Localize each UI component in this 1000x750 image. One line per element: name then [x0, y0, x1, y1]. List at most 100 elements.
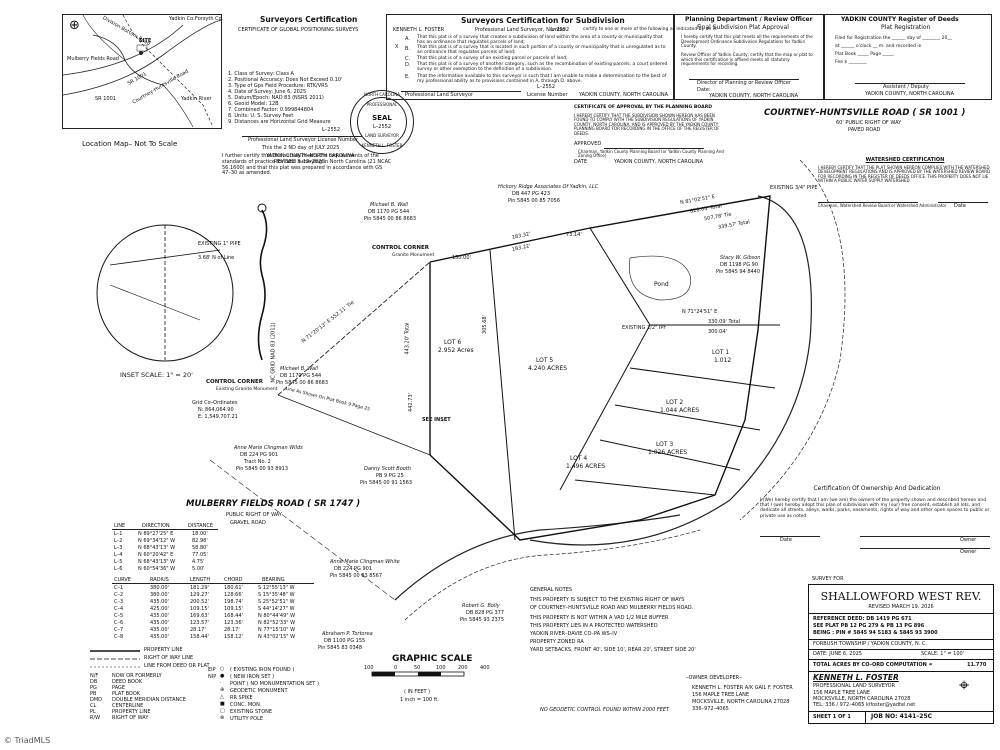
table-row: C–4 425.00' 109.15' 109.15' S 44°14'27" …	[112, 605, 314, 612]
neighbor-pin: Pin 5845 00 86 8683	[276, 380, 328, 386]
lot-area: 2.952 Acres	[438, 347, 474, 354]
table-row: C–8 435.00' 158.44' 158.12' N 43°02'15" …	[112, 633, 314, 640]
road-sub-mulberry: GRAVEL ROAD	[230, 520, 266, 526]
subdivision-cert-lic-caption: License Number	[527, 92, 568, 98]
signature-line	[818, 202, 918, 203]
signature-line	[938, 202, 988, 203]
register-line: Filed for Registration the ______ day of…	[835, 36, 952, 41]
subdivision-cert-mark: X	[395, 44, 399, 50]
line-table: LINE DIRECTION DISTANCE L–1 N 89°27'25" …	[112, 522, 218, 572]
register-subtitle: Plat Registration	[881, 24, 931, 31]
grid-coord-n: N: 864,064.90	[198, 407, 234, 413]
table-cell: 109.15'	[224, 606, 243, 612]
surveyor-cert-subtitle: CERTIFICATE OF GLOBAL POSITIONING SURVEY…	[238, 27, 359, 33]
location-map-label: SITE	[139, 38, 152, 44]
planning-subtitle: Final Subdivision Plat Approval	[697, 24, 789, 31]
ownership-body: I (We) hereby certify that I am (we are)…	[760, 498, 990, 519]
table-row: C–7 435.00' 28.17' 28.17' N 77°15'10" W	[112, 626, 314, 633]
table-cell: 28.17'	[224, 627, 240, 633]
legend-symbol-value: EXISTING STONE	[230, 709, 273, 715]
plat-line-note: Line As Shown On Plat Book 9 Page 25	[284, 386, 371, 413]
surveyor-cert-item: 9. Distances are Horizontal Grid Measure	[228, 119, 331, 125]
legend-symbol-value: ( NEW IRON SET )	[230, 674, 275, 680]
legend-symbol-value: UTILITY POLE	[230, 716, 264, 722]
table-header-cell: LINE	[114, 523, 126, 529]
table-cell: N 60°20'42" E	[138, 552, 174, 558]
surveyor-cert-footer: I further certify that this survey meets…	[222, 153, 392, 177]
road-label-courtney: COURTNEY–HUNTSVILLE ROAD ( SR 1001 )	[764, 108, 966, 118]
planning-review: Review Officer of Yadkin County, certify…	[681, 52, 813, 67]
graphic-scale-tick: 400	[480, 665, 490, 671]
sheet-number: SHEET 1 OF 1	[813, 714, 851, 720]
neighbor-ref: DB 1198 PG 90	[720, 262, 759, 268]
subdivision-cert-certify: certify to one or more of the following …	[583, 27, 718, 32]
table-cell: N 68°43'13" W	[138, 545, 176, 551]
signature-line	[860, 548, 990, 549]
table-cell: 169.63'	[190, 613, 209, 619]
table-cell: 129.27'	[190, 592, 209, 598]
legend-symbol-key: NIP	[208, 674, 217, 680]
neighbor-owner: Michael B. Wall	[370, 202, 408, 208]
distance-label: 507.78' Tie	[703, 211, 733, 223]
legend-abbrev-value: PLAT BOOK	[112, 691, 141, 697]
distance-label: 183.22'	[511, 243, 532, 253]
legend-line-label: LINE FROM DEED OR PLAT	[144, 663, 210, 669]
tie-label: N 71°20'13" E 552.11' Tie	[300, 299, 356, 345]
graphic-scale-tick: 0	[394, 665, 398, 671]
general-notes-title: GENERAL NOTES	[530, 587, 573, 593]
surveyor-cert-license: L–2552	[322, 127, 341, 133]
watershed-title: WATERSHED CERTIFICATION	[865, 157, 945, 163]
control-corner-sub: Granite Monument	[392, 253, 435, 258]
surveyor-cert-item: 4. Date of Survey: June 6, 2025	[228, 89, 307, 95]
neighbor-ref: DB 1170 PG 544	[280, 373, 322, 379]
general-note: YADKIN RIVER–DAVIE CO–PA WS–IV	[530, 631, 618, 637]
table-cell: S 12°55'13" W	[258, 585, 295, 591]
surveyor-cert-item: 7. Combined Factor: 0.999844804	[228, 107, 314, 113]
subdivision-cert-item-letter: A.	[405, 36, 410, 42]
firm-sub: PROFESSIONAL LAND SURVEYOR	[813, 683, 896, 689]
neighbor-owner: Abraham P. Tortorea	[322, 631, 373, 637]
legend-abbrev-key: N/F	[90, 673, 99, 679]
table-cell: N 89°27'25" E	[138, 531, 174, 537]
table-cell: S 15°35'48" W	[258, 592, 295, 598]
table-cell: N 77°15'10" W	[258, 627, 296, 633]
planning-county: YADKIN COUNTY, NORTH CAROLINA	[709, 93, 799, 99]
table-cell: 435.00'	[150, 620, 169, 626]
lot-area: 1.044 ACRES	[660, 407, 700, 414]
surveyor-cert-date: This the 2 ND day of JULY 2025	[262, 145, 340, 151]
table-cell: 435.00'	[150, 627, 169, 633]
surveyor-tripod-icon: ⌖	[959, 675, 970, 696]
control-corner-label: CONTROL CORNER	[206, 379, 263, 385]
surveyor-cert-item: 2. Positional Accuracy: Does Not Exceed …	[228, 77, 343, 83]
table-header-cell: DISTANCE	[188, 523, 213, 529]
table-row: L–4 N 60°20'42" E 77.05'	[112, 551, 218, 558]
table-row: L–5 N 68°43'13" W 4.75'	[112, 558, 218, 565]
firm-name: KENNETH L. FOSTER	[813, 673, 899, 682]
location-map-label: Yadkin Co.	[169, 16, 195, 22]
table-cell: C–7	[114, 627, 124, 633]
seal-word: SEAL	[372, 114, 392, 122]
table-cell: 380.00'	[150, 592, 169, 598]
register-line: Plat Book _____ Page _____	[835, 52, 894, 57]
general-note: OF COURTNEY–HUNTSVILLE ROAD AND MULBERRY…	[530, 605, 694, 611]
legend-symbol-value: ( EXISTING IRON FOUND )	[230, 667, 295, 673]
firm-contact: TEL: 336 / 972–4065 klfoster@yadtel.net	[813, 702, 916, 708]
neighbor-owner: Stacy W. Gibson	[720, 255, 761, 261]
planning-title: Planning Department / Review Officer	[685, 16, 813, 23]
subdivision-cert-item-letter: C.	[405, 56, 411, 62]
table-row: C–3 435.00' 200.52' 198.74' S 25°52'51" …	[112, 598, 314, 605]
triangle-icon: △	[220, 694, 224, 700]
general-note: THIS PROPERTY IS NOT WITHIN A VAD 1/2 MI…	[530, 615, 669, 621]
register-county: YADKIN COUNTY, NORTH CAROLINA	[865, 91, 955, 97]
existing-pipe-label: EXISTING 1" PIPE	[198, 241, 241, 247]
location-map-label: SR 1001	[95, 96, 116, 102]
target-icon: ⊕	[220, 687, 225, 693]
job-number: JOB NO: 4141–25C	[871, 713, 933, 720]
table-cell: 180.61'	[224, 585, 243, 591]
neighbor-pin: Pin 5845 00 91 1563	[360, 480, 412, 486]
seal-state: NORTH CAROLINA	[364, 92, 400, 97]
table-cell: 380.00'	[150, 585, 169, 591]
register-line: at ______ o'clock __ m. and recorded in	[835, 44, 922, 49]
graphic-scale-unit: ( IN FEET )	[404, 689, 431, 695]
existing-pipe-label: EXISTING 3/4" PIPE	[770, 185, 818, 191]
